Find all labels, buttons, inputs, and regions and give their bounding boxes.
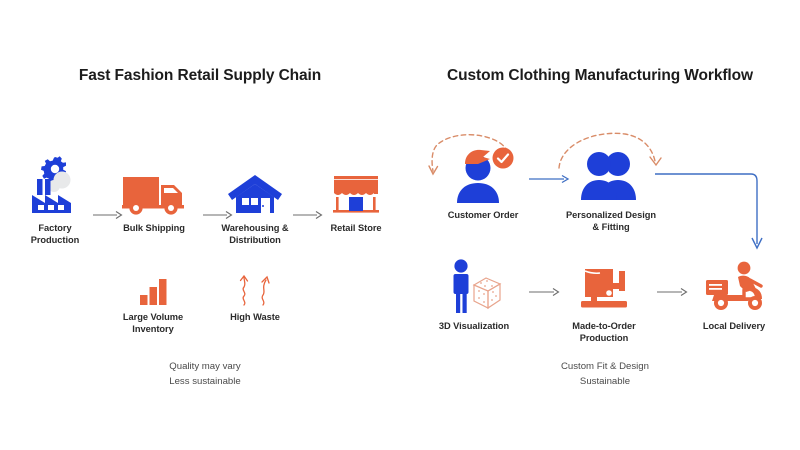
node-local-delivery: Local Delivery bbox=[682, 253, 786, 333]
node-made-to-order-production: Made-to-Order Production bbox=[552, 253, 656, 345]
delivery-truck-icon bbox=[110, 155, 198, 217]
node-label: Retail Store bbox=[330, 223, 382, 233]
left-panel-title: Fast Fashion Retail Supply Chain bbox=[78, 67, 322, 84]
footnote-line-2: Less sustainable bbox=[169, 375, 241, 387]
arrow-production-to-delivery bbox=[656, 285, 690, 303]
node-bulk-shipping: Bulk Shipping bbox=[110, 155, 198, 235]
node-label: Bulk Shipping bbox=[123, 223, 185, 233]
footnote-line-2: Sustainable bbox=[579, 375, 631, 387]
arrow-factory-to-shipping bbox=[92, 208, 124, 226]
node-label: Made-to-Order Production bbox=[572, 321, 636, 343]
sewing-machine-icon bbox=[552, 253, 656, 315]
customer-check-icon bbox=[435, 142, 531, 204]
delivery-scooter-icon bbox=[682, 253, 786, 315]
arrow-shipping-to-warehouse bbox=[202, 208, 234, 226]
node-label: Factory Production bbox=[30, 223, 80, 245]
person-3d-cube-icon bbox=[422, 253, 526, 315]
node-label: Local Delivery bbox=[702, 321, 766, 331]
storefront-icon bbox=[312, 155, 400, 217]
node-customer-order: Customer Order bbox=[435, 142, 531, 222]
node-label: 3D Visualization bbox=[438, 321, 510, 331]
node-label: Customer Order bbox=[447, 210, 519, 220]
squiggly-up-arrows-icon bbox=[210, 268, 300, 306]
right-panel-title: Custom Clothing Manufacturing Workflow bbox=[447, 67, 753, 84]
warehouse-icon bbox=[211, 155, 299, 217]
node-label: High Waste bbox=[230, 312, 280, 322]
node-label: Large Volume Inventory bbox=[122, 312, 184, 334]
footnote-line-1: Quality may vary bbox=[169, 361, 241, 372]
node-personalized-design: Personalized Design & Fitting bbox=[556, 142, 666, 234]
left-panel-footnotes: Quality may vary Less sustainable bbox=[75, 360, 335, 390]
node-label: Warehousing & Distribution bbox=[221, 223, 289, 245]
custom-clothing-panel: Custom Clothing Manufacturing Workflow bbox=[400, 0, 800, 450]
factory-icon bbox=[10, 155, 100, 217]
right-panel-footnotes: Custom Fit & Design Sustainable bbox=[475, 360, 735, 390]
connector-design-to-delivery bbox=[655, 168, 770, 263]
node-factory-production: Factory Production bbox=[10, 155, 100, 247]
node-warehousing-distribution: Warehousing & Distribution bbox=[211, 155, 299, 247]
node-retail-store: Retail Store bbox=[312, 155, 400, 235]
bar-chart-icon bbox=[108, 268, 198, 306]
fast-fashion-panel: Fast Fashion Retail Supply Chain bbox=[10, 67, 400, 390]
node-label: Personalized Design & Fitting bbox=[566, 210, 656, 232]
two-people-icon bbox=[556, 142, 666, 204]
node-3d-visualization: 3D Visualization bbox=[422, 253, 526, 333]
node-high-waste: High Waste bbox=[210, 268, 300, 324]
node-large-volume-inventory: Large Volume Inventory bbox=[108, 268, 198, 336]
arrow-3d-to-production bbox=[528, 285, 562, 303]
footnote-line-1: Custom Fit & Design bbox=[561, 361, 649, 372]
arrow-warehouse-to-retail bbox=[292, 208, 324, 226]
